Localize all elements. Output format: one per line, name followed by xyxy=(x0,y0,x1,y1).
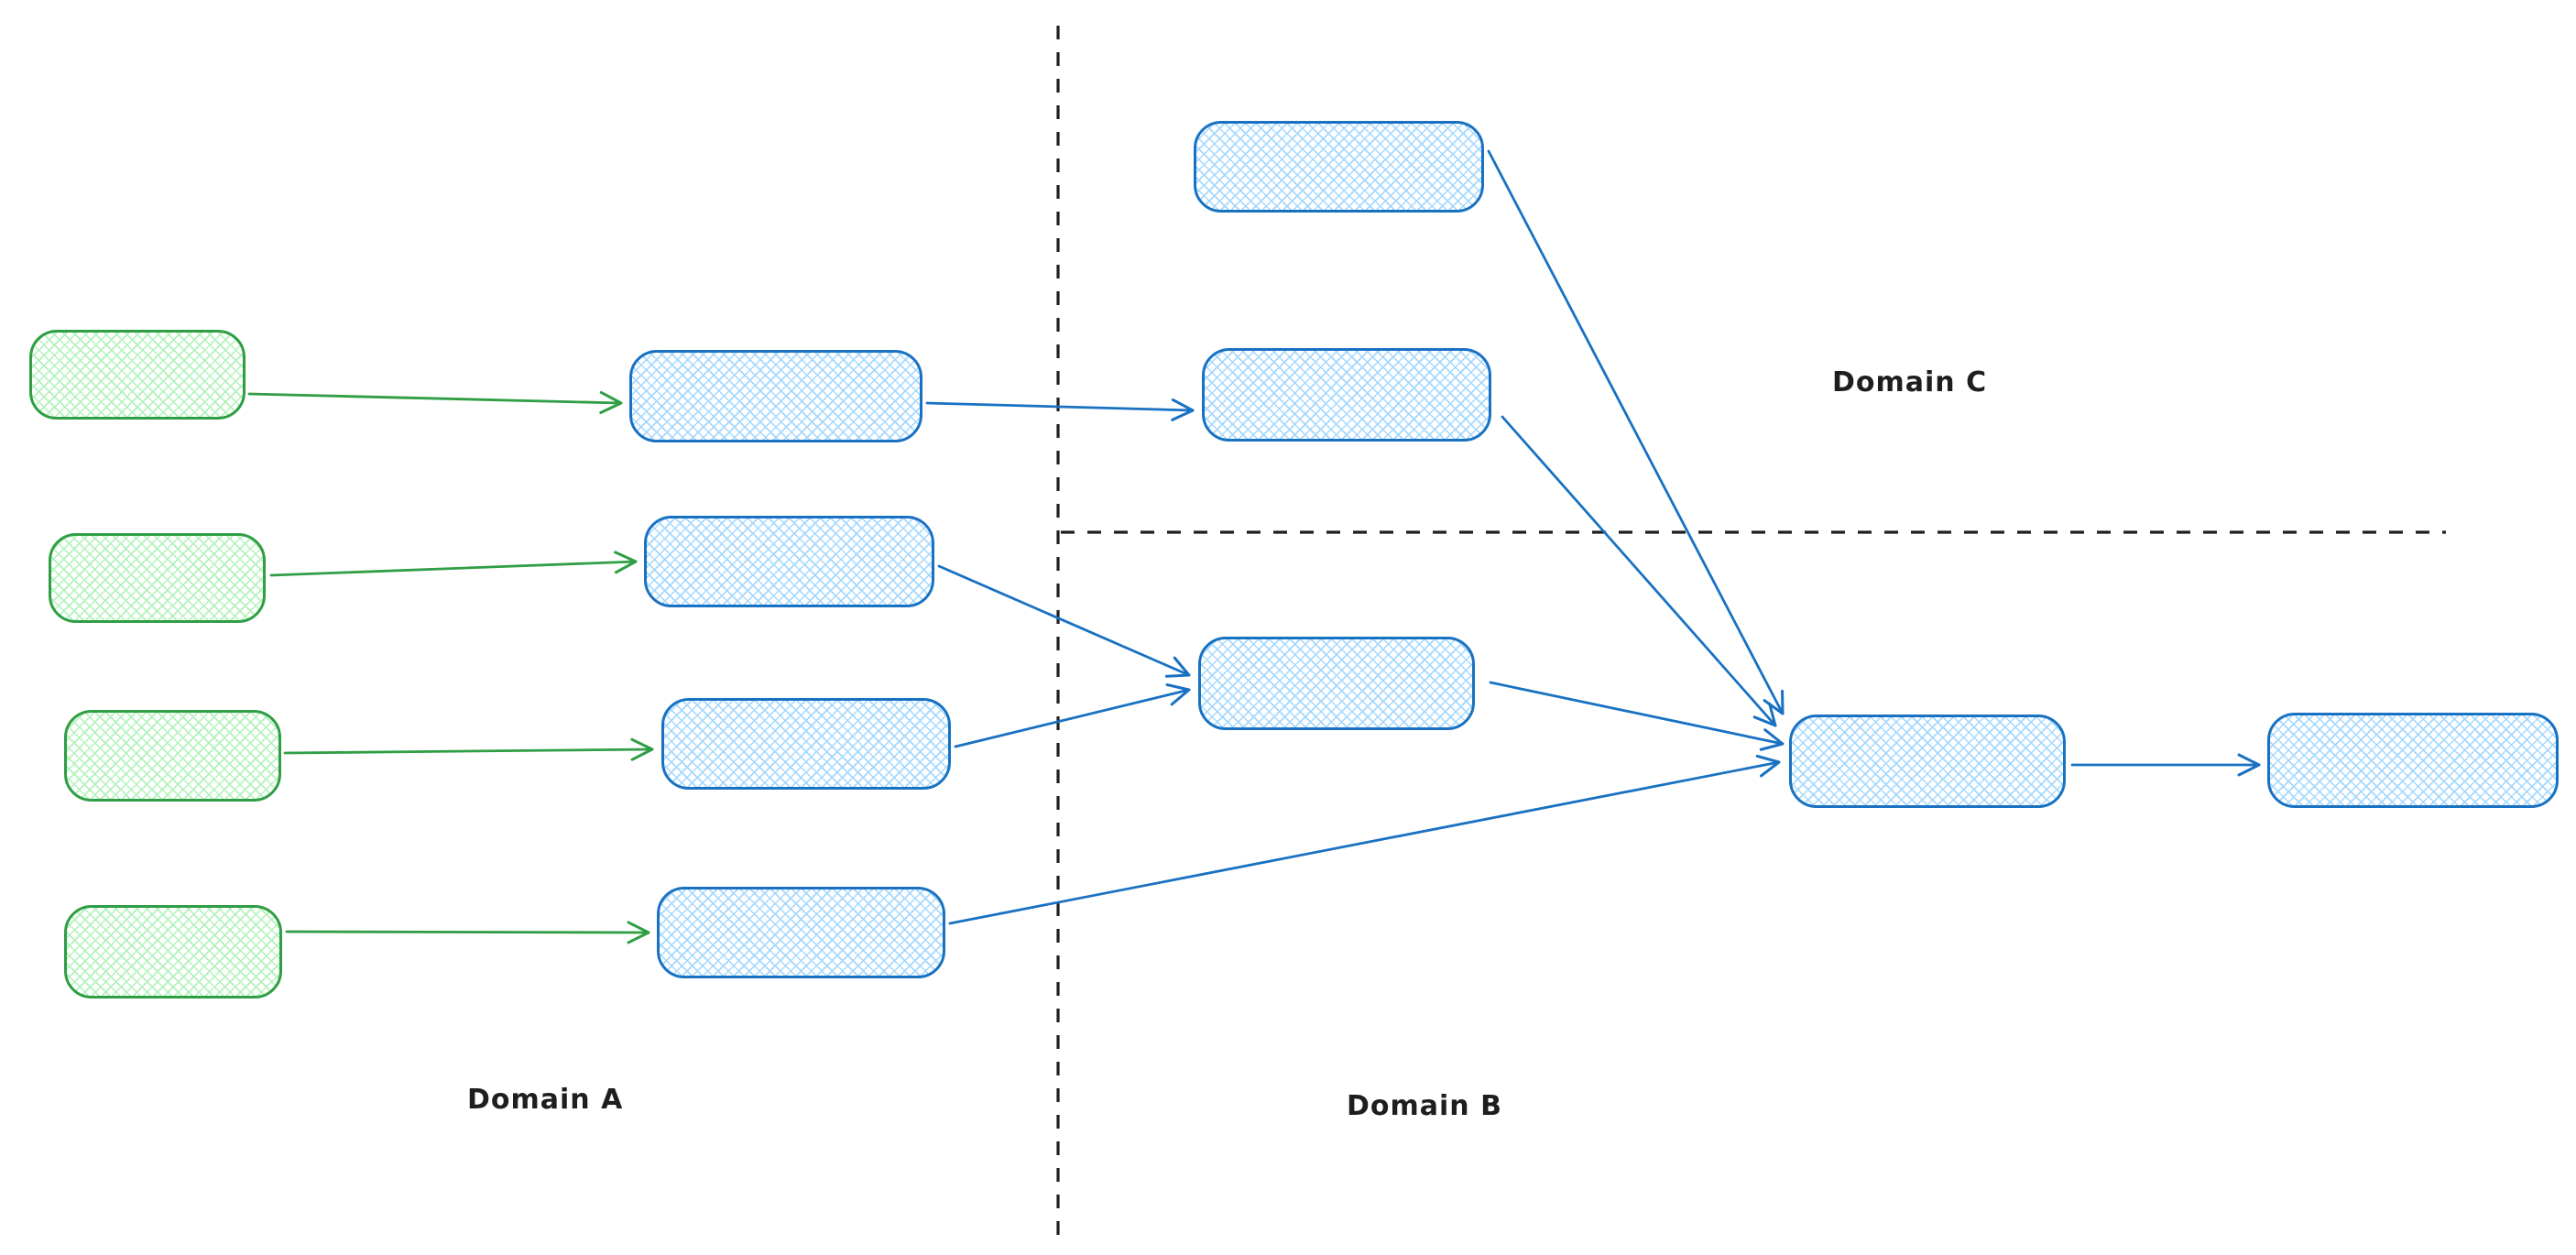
blue-box-top xyxy=(1194,121,1484,213)
blue-box-4 xyxy=(657,887,945,978)
blue-box-1 xyxy=(629,350,922,442)
blue-box-merge xyxy=(1789,715,2066,808)
green-box-4 xyxy=(64,905,282,999)
blue-box-upper xyxy=(1202,348,1491,442)
domain-a-label: Domain A xyxy=(467,1084,624,1116)
domain-c-label: Domain C xyxy=(1832,366,1988,398)
blue-box-middle xyxy=(1198,637,1475,730)
blue-box-3 xyxy=(661,698,951,790)
green-box-2 xyxy=(49,533,266,623)
blue-box-2 xyxy=(644,516,934,607)
green-box-1 xyxy=(29,330,246,420)
green-box-3 xyxy=(64,710,281,802)
blue-box-final xyxy=(2267,713,2559,808)
domain-b-label: Domain B xyxy=(1347,1090,1502,1122)
